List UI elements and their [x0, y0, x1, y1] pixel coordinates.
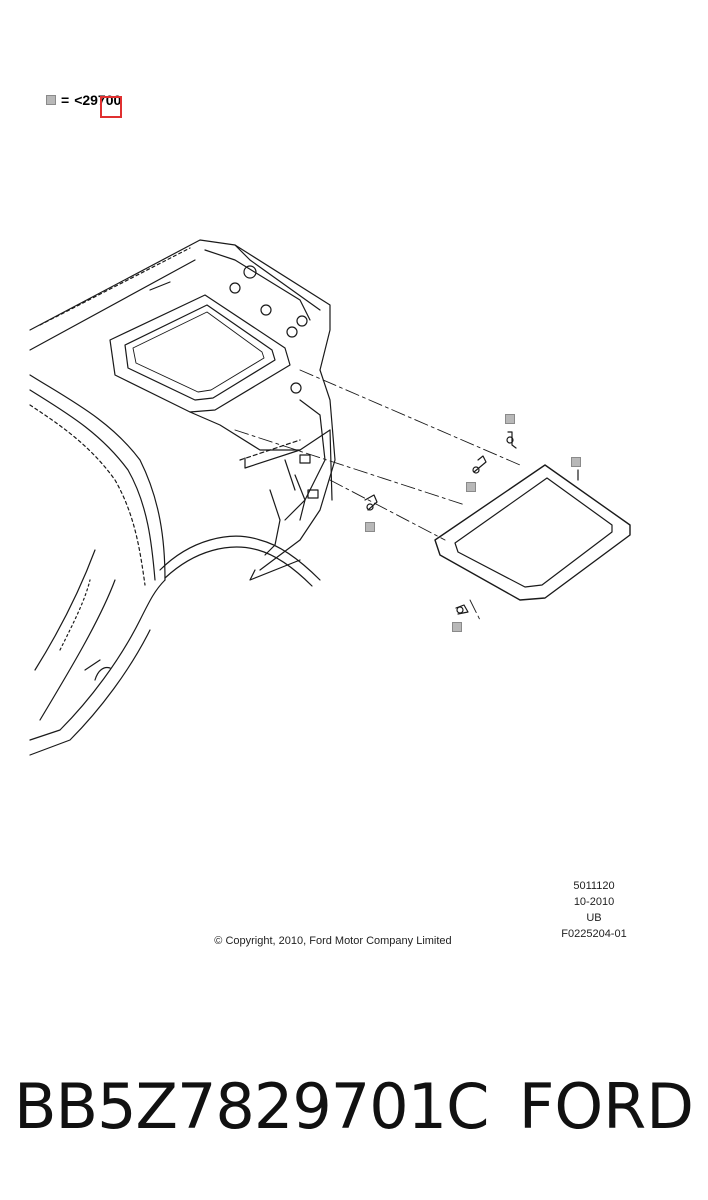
drawing-number: 5011120 [573, 880, 615, 892]
legend-equals: = [61, 92, 70, 108]
vehicle-body-drawing [29, 239, 631, 756]
part-marker-icon [466, 482, 476, 492]
drawing-info: 5011120 10-2010 UB F0225204-01 [548, 878, 640, 942]
part-marker-icon [571, 457, 581, 467]
drawing-date: 10-2010 [573, 896, 615, 908]
highlight-box [100, 96, 122, 118]
brand-name: FORD [518, 1070, 694, 1143]
part-marker-icon [452, 622, 462, 632]
drawing-market: UB [586, 912, 602, 924]
drawing-reference: F0225204-01 [561, 928, 627, 940]
exploded-diagram [0, 200, 708, 820]
copyright-text: © Copyright, 2010, Ford Motor Company Li… [214, 935, 452, 947]
footer: BB5Z7829701C FORD [0, 1062, 708, 1152]
part-marker-icon [505, 414, 515, 424]
part-marker-icon [365, 522, 375, 532]
part-marker-icon [46, 95, 56, 105]
part-number: BB5Z7829701C [14, 1070, 489, 1143]
